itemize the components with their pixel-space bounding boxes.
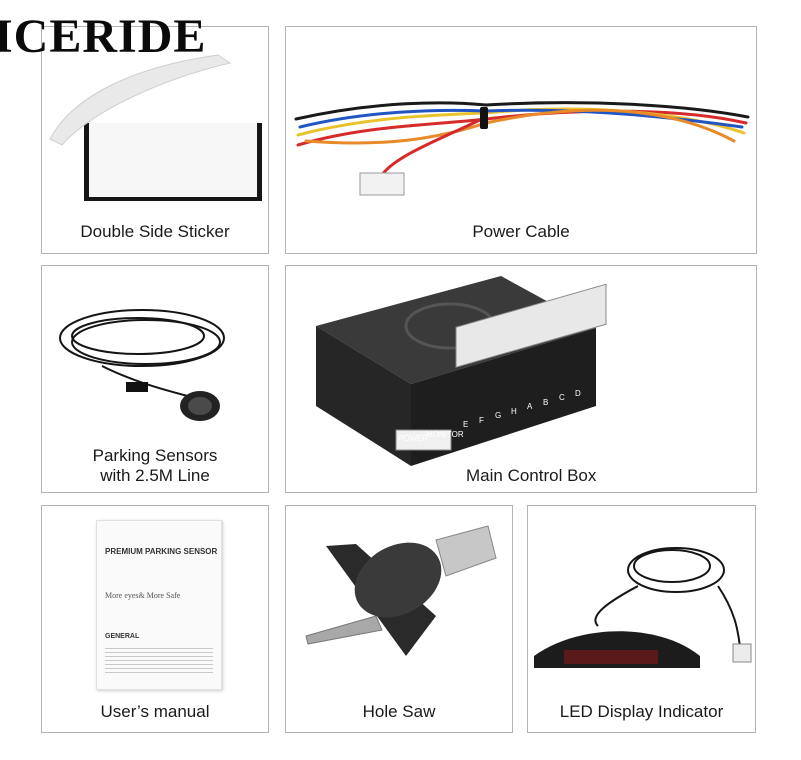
port-label-g: G xyxy=(495,411,502,420)
sensor-cable-coil xyxy=(59,309,225,367)
panel-led-display: LED Display Indicator xyxy=(527,505,756,733)
led-cable-lead xyxy=(594,585,639,627)
port-label-h: H xyxy=(511,407,517,416)
port-label-e: E xyxy=(463,420,469,429)
port-label-b: B xyxy=(543,398,549,407)
power-cable-illustration xyxy=(294,101,750,196)
port-label-a: A xyxy=(527,402,533,411)
led-display-illustration xyxy=(534,547,752,668)
wire-red xyxy=(296,109,748,147)
control-box-ports xyxy=(455,283,607,368)
port-label-f: F xyxy=(479,416,484,425)
panel-hole-saw: Hole Saw xyxy=(285,505,513,733)
port-label-d: D xyxy=(575,389,581,398)
wire-blue xyxy=(298,108,744,129)
control-box-illustration xyxy=(316,276,607,466)
caption-users-manual: User’s manual xyxy=(100,702,210,721)
manual-title: PREMIUM PARKING SENSOR xyxy=(105,547,218,556)
led-cable-coil xyxy=(627,547,725,593)
sticker-illustration xyxy=(49,54,262,201)
hole-saw-shank xyxy=(435,525,497,577)
wire-black xyxy=(294,101,750,121)
manual-slogan: More eyes& More Safe xyxy=(105,591,181,600)
port-label-monitor: MONITOR xyxy=(426,430,464,439)
panel-main-control-box: POWER MONITOR E F G H A B C D Main Contr… xyxy=(285,265,757,493)
port-label-power: POWER xyxy=(398,434,429,443)
led-display-screen xyxy=(564,650,658,664)
sticker-peel-strip xyxy=(49,54,232,146)
cable-tie xyxy=(480,107,488,129)
manual-text-lines xyxy=(105,645,213,675)
caption-double-side-sticker: Double Side Sticker xyxy=(80,222,230,241)
parking-sensor-illustration xyxy=(59,309,225,421)
caption-main-control-box: Main Control Box xyxy=(466,466,597,485)
panel-users-manual: PREMIUM PARKING SENSOR More eyes& More S… xyxy=(41,505,269,733)
caption-hole-saw: Hole Saw xyxy=(362,702,436,721)
wire-orange xyxy=(304,108,736,145)
cable-connector xyxy=(359,172,405,196)
caption-led-display: LED Display Indicator xyxy=(559,702,724,721)
caption-parking-sensors-line1: Parking Sensors xyxy=(92,446,218,465)
caption-parking-sensors-line2: with 2.5M Line xyxy=(100,466,210,485)
control-box-front xyxy=(411,328,596,466)
control-box-side xyxy=(316,326,411,466)
panel-power-cable: Power Cable xyxy=(285,26,757,254)
wire-connector-lead xyxy=(380,115,488,177)
hole-saw-teeth xyxy=(354,542,442,618)
panel-parking-sensors: Parking Sensors with 2.5M Line xyxy=(41,265,269,493)
sticker-pad xyxy=(89,123,257,197)
hole-saw-illustration xyxy=(305,525,497,656)
hole-saw-drill-bit xyxy=(305,615,383,645)
manual-booklet: PREMIUM PARKING SENSOR More eyes& More S… xyxy=(96,520,222,690)
brand-logo: ICERIDE xyxy=(0,10,207,63)
port-label-c: C xyxy=(559,393,565,402)
caption-power-cable: Power Cable xyxy=(472,222,570,241)
sensor-plug xyxy=(126,382,148,392)
led-usb-plug xyxy=(732,643,752,663)
manual-section: GENERAL xyxy=(105,633,140,640)
panel-double-side-sticker: Double Side Sticker xyxy=(41,26,269,254)
control-box-port-power xyxy=(395,429,452,451)
